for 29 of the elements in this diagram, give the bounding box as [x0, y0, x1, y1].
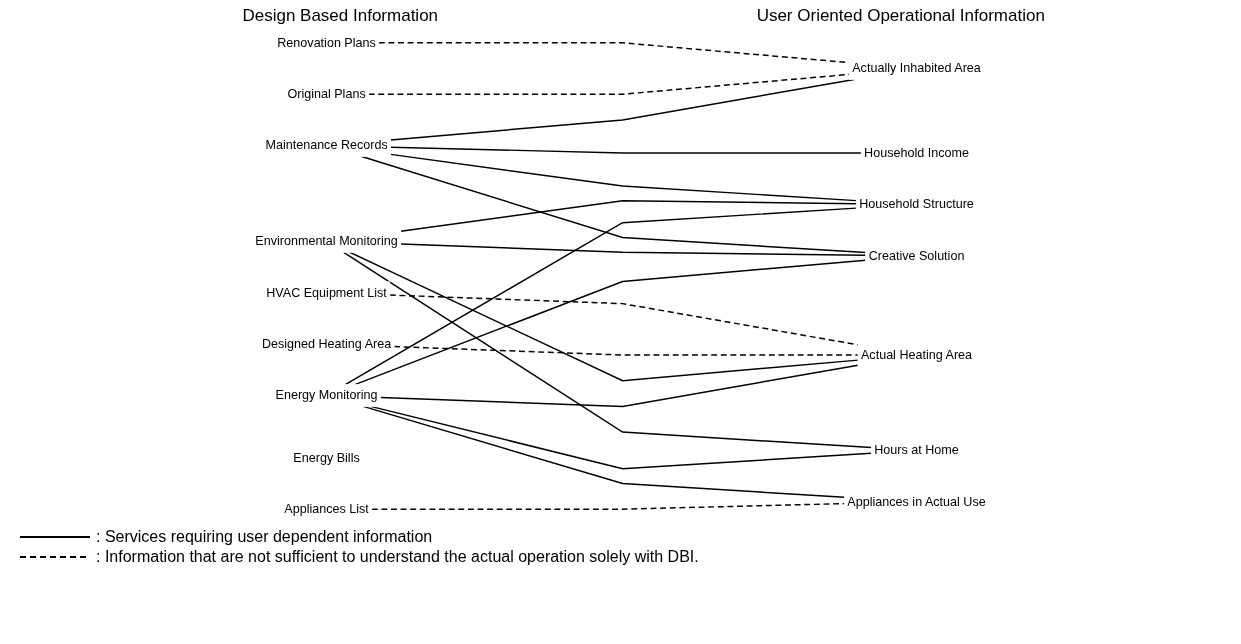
node-text: Creative Solution: [868, 248, 965, 263]
connector: [389, 146, 862, 154]
column-heading: User Oriented Operational Information: [755, 6, 1046, 26]
node-text: Energy Monitoring: [275, 388, 378, 403]
node-text: Appliances in Actual Use: [847, 494, 986, 509]
connector: [393, 345, 859, 356]
legend-text: : Services requiring user dependent information: [96, 528, 433, 546]
legend-text: : Information that are not sufficient to understand the actual operation solely with DBI.: [96, 548, 699, 566]
node-text: Actual Heating Area: [860, 347, 973, 362]
node-text: Environmental Monitoring: [255, 234, 398, 249]
connector: [342, 251, 873, 449]
node-text: Household Structure: [859, 197, 974, 212]
connector: [379, 364, 859, 408]
connector: [344, 207, 857, 386]
node-text: Appliances List: [284, 501, 369, 517]
node-text: Hours at Home: [874, 443, 959, 458]
node-text: Maintenance Records: [265, 138, 388, 153]
connector: [400, 243, 867, 256]
node-text: Designed Heating Area: [261, 336, 392, 351]
node-text: Energy Bills: [293, 450, 360, 465]
connector: [389, 153, 857, 202]
node-text: Actually Inhabited Area: [852, 61, 981, 76]
node-text: HVAC Equipment List: [266, 285, 387, 300]
node-text: Household Income: [864, 145, 969, 160]
connector: [371, 502, 846, 510]
node-text: Original Plans: [287, 87, 366, 102]
column-heading: Design Based Information: [241, 6, 440, 26]
connector: [400, 200, 857, 232]
node-text: Renovation Plans: [277, 35, 376, 50]
